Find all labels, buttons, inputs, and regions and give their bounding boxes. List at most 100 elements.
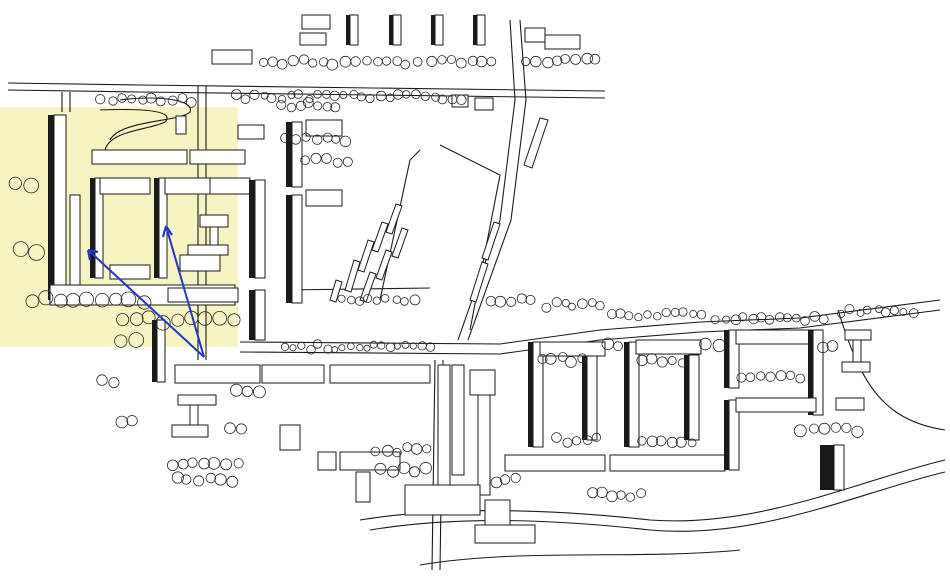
- tree: [277, 94, 287, 104]
- tree: [12, 241, 29, 258]
- tree: [667, 356, 677, 366]
- tree: [342, 156, 353, 167]
- tree: [712, 338, 726, 353]
- tree: [28, 244, 45, 261]
- tree: [338, 344, 346, 352]
- tree: [570, 54, 581, 65]
- tree: [571, 436, 582, 446]
- tree: [525, 294, 536, 305]
- tree: [227, 313, 241, 327]
- tree: [212, 310, 228, 326]
- tree: [226, 475, 239, 488]
- tree: [108, 377, 120, 389]
- tree: [541, 302, 552, 313]
- tree: [577, 353, 588, 364]
- tree: [485, 296, 497, 307]
- tree: [230, 89, 242, 100]
- tree: [25, 294, 40, 309]
- tree: [23, 177, 40, 194]
- tree: [38, 290, 54, 306]
- tree: [560, 54, 570, 64]
- tree: [830, 422, 842, 433]
- tree: [624, 311, 634, 321]
- tree: [365, 93, 375, 104]
- tree: [670, 307, 680, 317]
- tree: [561, 298, 571, 308]
- tree: [339, 135, 352, 148]
- tree: [372, 296, 381, 305]
- tree: [290, 134, 302, 145]
- tree: [826, 340, 839, 352]
- tree: [198, 457, 211, 470]
- tree: [636, 354, 648, 366]
- tree: [385, 342, 396, 353]
- tree: [699, 337, 712, 351]
- tree: [171, 471, 184, 484]
- tree: [241, 385, 253, 397]
- tree: [312, 134, 323, 145]
- tree: [411, 89, 421, 99]
- tree: [844, 304, 855, 315]
- tree: [400, 297, 409, 306]
- tree: [455, 57, 467, 69]
- tree: [748, 313, 759, 325]
- tree: [666, 436, 678, 448]
- tree: [115, 415, 129, 429]
- tree: [419, 461, 432, 475]
- tree: [785, 370, 796, 380]
- tree: [510, 472, 521, 483]
- tree: [95, 94, 106, 105]
- tree: [128, 332, 145, 348]
- tree: [809, 423, 820, 434]
- tree: [155, 315, 171, 331]
- tree: [280, 342, 290, 351]
- tree: [678, 307, 688, 317]
- tree: [782, 313, 792, 323]
- tree: [646, 353, 658, 365]
- tree: [837, 309, 846, 318]
- tree: [562, 437, 573, 448]
- tree: [677, 358, 688, 368]
- tree: [653, 312, 662, 321]
- tree: [551, 432, 562, 443]
- tree: [818, 314, 829, 325]
- tree: [373, 57, 383, 67]
- tree: [392, 447, 402, 458]
- tree: [302, 97, 314, 108]
- tree: [426, 55, 438, 67]
- diagonal-row-houses: [329, 117, 549, 303]
- tree: [300, 155, 310, 166]
- tree: [613, 341, 623, 352]
- tree: [312, 339, 323, 349]
- tree: [899, 308, 908, 316]
- tree: [187, 457, 198, 468]
- tree: [171, 313, 185, 327]
- tree: [331, 346, 339, 353]
- tree: [369, 340, 378, 349]
- tree: [565, 356, 577, 368]
- arrow-right: [165, 225, 205, 358]
- tree: [402, 442, 413, 453]
- tree: [581, 52, 593, 65]
- tree: [260, 91, 269, 100]
- tree: [880, 307, 891, 318]
- tree: [615, 308, 626, 319]
- tree: [117, 93, 127, 103]
- tree: [795, 373, 806, 384]
- tree: [129, 312, 144, 326]
- tree: [552, 55, 563, 67]
- tree: [625, 492, 636, 502]
- tree: [400, 59, 411, 70]
- tree: [249, 89, 260, 100]
- tree: [636, 488, 646, 499]
- tree: [764, 314, 775, 325]
- tree: [346, 295, 356, 305]
- tree: [323, 344, 333, 354]
- tree: [841, 422, 852, 433]
- tree: [362, 56, 372, 66]
- tree: [138, 95, 148, 105]
- tree: [516, 293, 528, 304]
- tree: [363, 293, 373, 303]
- tree: [494, 295, 507, 308]
